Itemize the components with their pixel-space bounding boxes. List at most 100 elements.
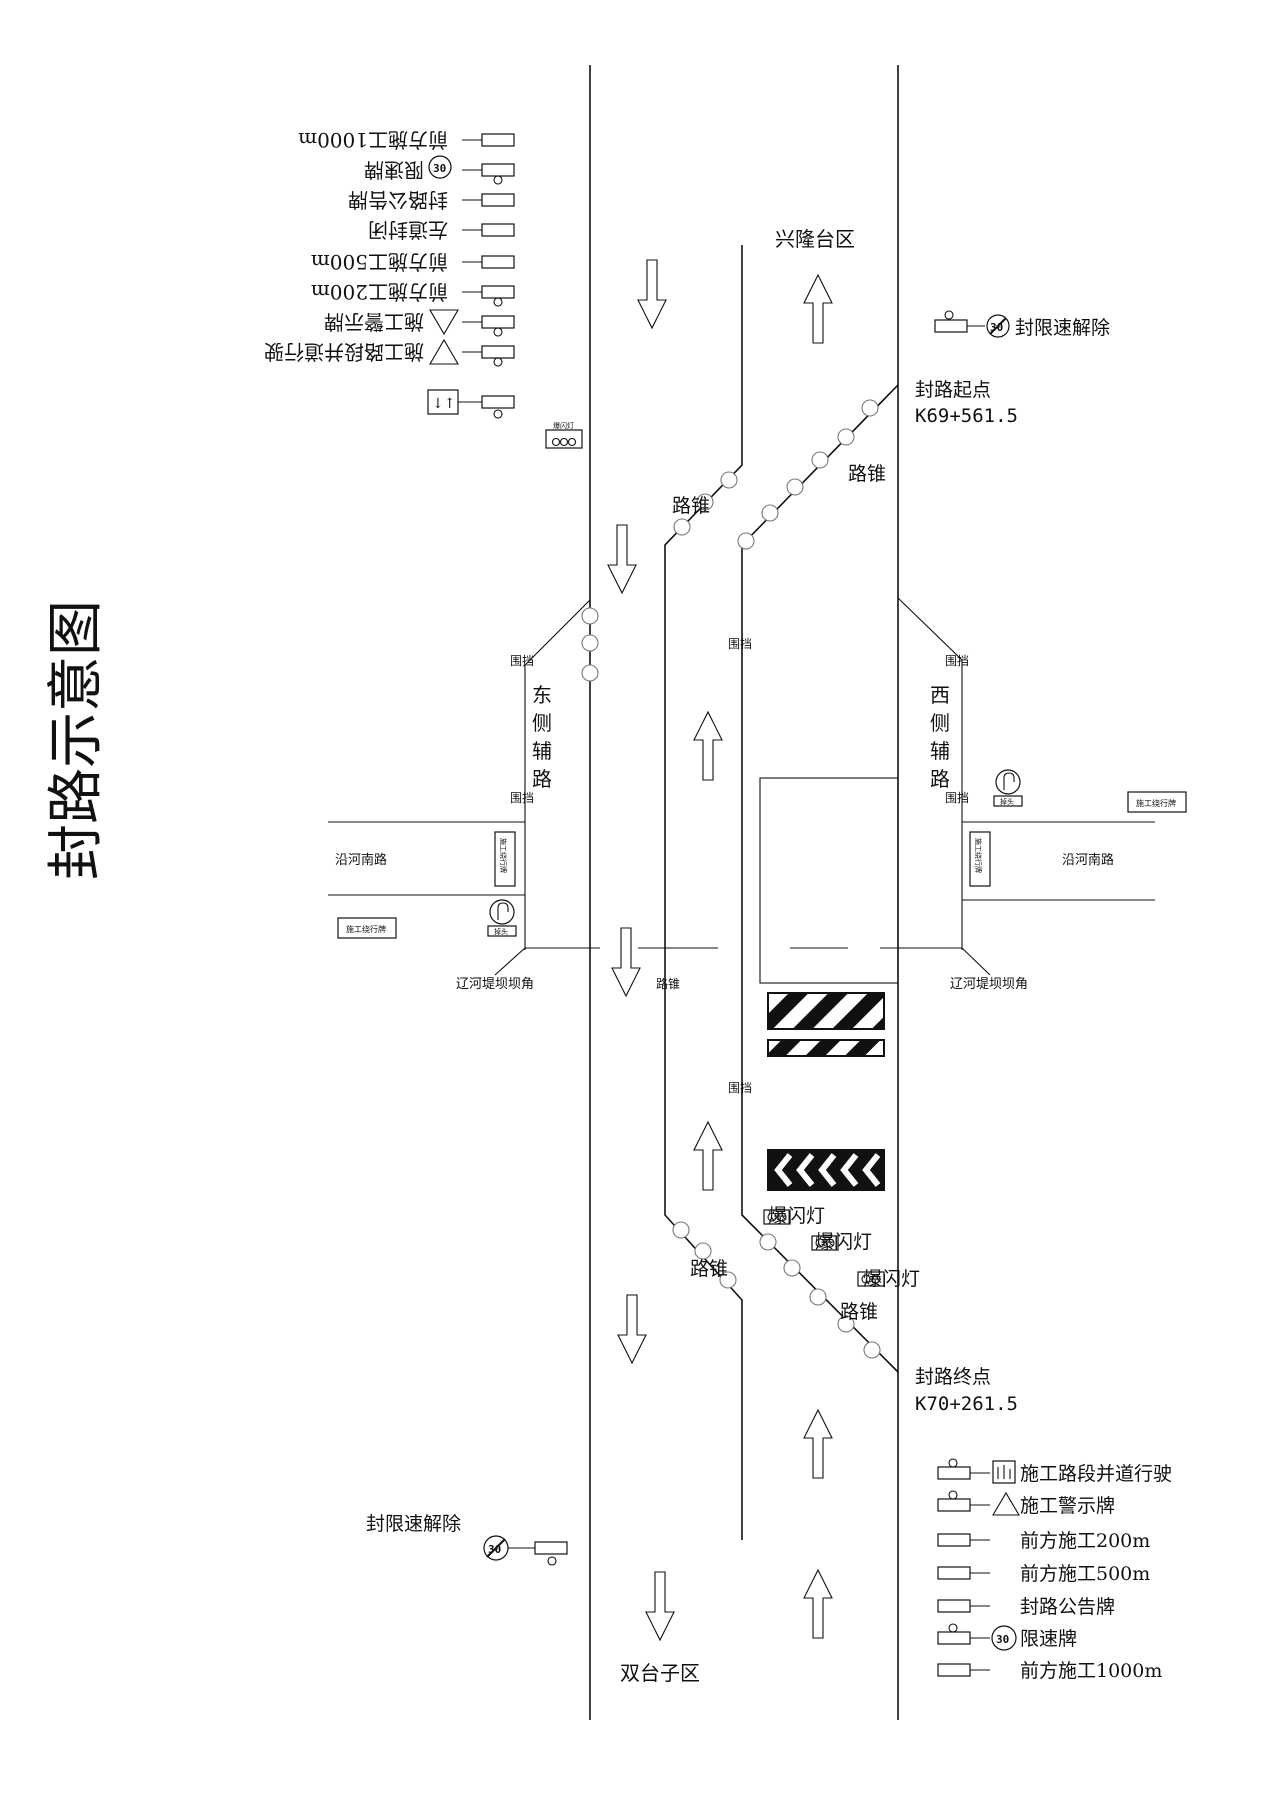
legend-top-label: 前方施工500m xyxy=(311,250,448,274)
svg-text:西: 西 xyxy=(930,683,950,707)
uturn-sign-right: 掉头 xyxy=(993,769,1023,807)
legend-bottom-label: 限速牌 xyxy=(1020,1628,1077,1650)
end-point-km: K70+261.5 xyxy=(915,1393,1018,1415)
legend-top-label: 封路公告牌 xyxy=(348,188,448,212)
speed-limit-end-top-label: 封限速解除 xyxy=(1015,317,1110,339)
cones-lower-right xyxy=(759,1233,881,1359)
svg-text:施工绕行牌: 施工绕行牌 xyxy=(346,924,386,934)
legend-top-item: 施工警示牌 xyxy=(324,309,515,337)
cone-label-3: 路锥 xyxy=(690,1258,728,1280)
arrow-up-4 xyxy=(803,1409,833,1479)
svg-text:施工绕行牌: 施工绕行牌 xyxy=(499,838,508,873)
yanhe-road-left: 沿河南路 xyxy=(335,852,387,868)
striped-barrier-band xyxy=(767,1039,885,1057)
arrow-down-2 xyxy=(607,524,637,594)
left-aux-upper-edge xyxy=(524,599,591,666)
svg-text:东: 东 xyxy=(532,683,552,707)
barrier-label-4: 围挡 xyxy=(945,654,969,668)
legend-top-item: 前方施工200m xyxy=(311,280,515,307)
flash-light-2: 爆闪灯 xyxy=(811,1231,872,1253)
uturn-sign-left: 掉头 xyxy=(487,899,517,937)
detour-sign-right: 施工绕行牌 xyxy=(1127,791,1187,813)
legend-top-label: 施工警示牌 xyxy=(324,310,424,334)
cone-label-5: 路锥 xyxy=(656,976,680,991)
legend-top-item: 施工路段并道行驶 xyxy=(264,338,515,367)
legend-bottom-label: 前方施工1000m xyxy=(1020,1660,1162,1682)
yanhe-road-right: 沿河南路 xyxy=(1062,852,1114,868)
legend-top-item: 前方施工500m xyxy=(311,250,515,274)
striped-barrier-top xyxy=(767,992,885,1030)
legend-bottom-label: 前方施工200m xyxy=(1020,1530,1150,1552)
legend-bottom-label: 前方施工500m xyxy=(1020,1563,1150,1585)
start-point-label: 封路起点 xyxy=(915,379,991,401)
end-point-label: 封路终点 xyxy=(915,1366,991,1388)
svg-text:爆闪灯: 爆闪灯 xyxy=(768,1205,825,1227)
work-zone-box xyxy=(759,777,899,984)
west-aux-road-label: 西 侧 辅 路 xyxy=(930,683,950,791)
flash-light-box-top: 爆闪灯 xyxy=(545,421,583,449)
arrow-down-4 xyxy=(617,1294,647,1364)
svg-text:爆闪灯: 爆闪灯 xyxy=(863,1268,920,1290)
legend-bottom-label: 施工警示牌 xyxy=(1020,1495,1115,1517)
arrow-down-5 xyxy=(645,1571,675,1641)
flash-light-1: 爆闪灯 xyxy=(763,1205,825,1227)
lane-arrows-icon: ↓↑ xyxy=(432,396,455,412)
barrier-label-3: 围挡 xyxy=(728,637,752,651)
legend-top-item: 前方施工1000m xyxy=(298,128,515,152)
svg-text:掉头: 掉头 xyxy=(494,927,508,936)
barrier-label-5: 围挡 xyxy=(945,791,969,805)
arrow-up-5 xyxy=(803,1569,833,1639)
legend-top-label: 左道封闭 xyxy=(368,218,448,242)
legend-top-item: 左道封闭 xyxy=(368,218,515,242)
legend-bottom-item: 施工路段并道行驶 xyxy=(937,1458,1172,1485)
north-area-label: 兴隆台区 xyxy=(775,227,855,251)
svg-text:侧: 侧 xyxy=(532,711,552,735)
speed-value: 30 xyxy=(996,1633,1009,1646)
legend-bottom-item: 封路公告牌 xyxy=(937,1596,1115,1618)
east-aux-road-label: 东 侧 辅 路 xyxy=(532,683,552,791)
legend-top-label: 前方施工1000m xyxy=(298,128,448,152)
right-aux-upper-edge xyxy=(897,597,963,661)
legend-top-label: 施工路段并道行驶 xyxy=(264,340,424,364)
arrow-down-1 xyxy=(637,259,667,329)
legend-top-label: 前方施工200m xyxy=(311,280,448,304)
cone-label-4: 路锥 xyxy=(840,1301,878,1323)
title-vertical: 封路示意图 xyxy=(44,600,109,880)
chevron-barrier xyxy=(767,1149,885,1191)
legend-bottom-item: 前方施工500m xyxy=(937,1563,1150,1585)
svg-text:30: 30 xyxy=(990,321,1003,334)
speed-limit-end-bottom: 封限速解除 30 xyxy=(366,1513,568,1566)
legend-top-label: 限速牌 xyxy=(364,158,424,182)
barrier-label-1: 围挡 xyxy=(510,654,534,668)
cones-upper-left xyxy=(673,471,738,536)
arrow-down-3 xyxy=(611,927,641,997)
speed-limit-end-bottom-label: 封限速解除 xyxy=(366,1513,461,1535)
arrow-up-3 xyxy=(693,1121,723,1191)
legend-bottom-label: 封路公告牌 xyxy=(1020,1596,1115,1618)
barrier-label-6: 围挡 xyxy=(728,1081,752,1095)
svg-text:爆闪灯: 爆闪灯 xyxy=(553,421,574,430)
start-point-km: K69+561.5 xyxy=(915,405,1018,427)
cones-upper-right xyxy=(737,399,879,550)
median-left-line xyxy=(664,245,743,1540)
detour-sign-left: 施工绕行牌 xyxy=(337,917,397,939)
arrow-up-1 xyxy=(803,274,833,344)
cones-lower-left xyxy=(672,1221,737,1289)
cone-label-1: 路锥 xyxy=(672,495,710,517)
title-char-1: 封路示意图 xyxy=(44,600,109,880)
legend-top-item: ↓↑ xyxy=(427,389,515,419)
svg-text:辅: 辅 xyxy=(930,739,950,763)
svg-text:爆闪灯: 爆闪灯 xyxy=(815,1231,872,1253)
barrier-label-2: 围挡 xyxy=(510,791,534,805)
levee-right: 辽河堤坝坝角 xyxy=(950,977,1028,992)
legend-bottom-item: 30 限速牌 xyxy=(937,1623,1077,1651)
legend-bottom-item: 施工警示牌 xyxy=(937,1490,1115,1517)
legend-bottom-item: 前方施工1000m xyxy=(937,1660,1162,1682)
svg-text:路: 路 xyxy=(532,767,552,791)
flash-light-3: 爆闪灯 xyxy=(857,1268,920,1290)
svg-text:辅: 辅 xyxy=(532,739,552,763)
